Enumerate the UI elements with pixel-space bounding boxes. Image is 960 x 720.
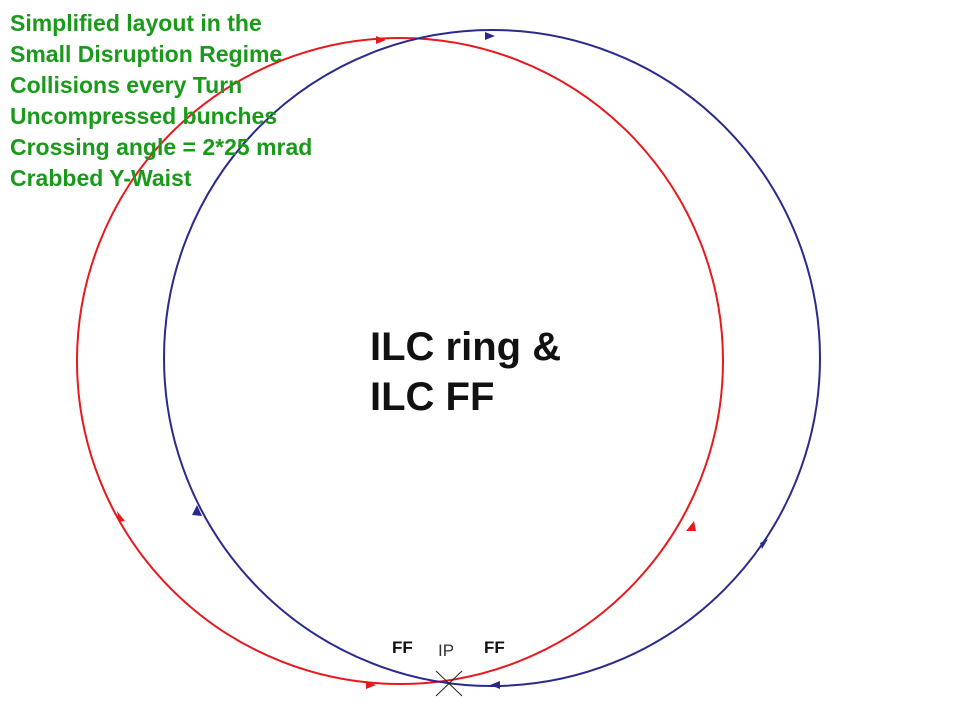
note-line: Simplified layout in the [10, 10, 262, 36]
notes-block: Simplified layout in the Small Disruptio… [10, 8, 312, 194]
ff-label-left: FF [392, 638, 413, 657]
blue-arrow-top [485, 32, 495, 40]
note-line: Uncompressed bunches [10, 103, 278, 129]
red-ring [76, 37, 724, 685]
blue-arrow-left [192, 505, 202, 516]
red-arrow-bottom [366, 681, 376, 689]
ff-label-right: FF [484, 638, 505, 657]
ip-label: IP [438, 641, 455, 660]
blue-arrow-bottom [490, 681, 500, 689]
ip-cross-line-b [435, 670, 463, 697]
note-line: Crabbed Y-Waist [10, 165, 192, 191]
center-title-line: ILC ring & [370, 325, 562, 369]
note-line: Crossing angle = 2*25 mrad [10, 134, 313, 160]
red-arrow-top [376, 36, 386, 44]
note-line: Collisions every Turn [10, 72, 243, 98]
red-arrow-left [117, 511, 125, 522]
blue-ring [163, 29, 821, 687]
note-line: Small Disruption Regime [10, 41, 283, 67]
center-title: ILC ring & ILC FF [370, 322, 561, 422]
center-title-line: ILC FF [370, 375, 495, 419]
blue-arrow-right [760, 539, 768, 549]
red-arrow-right [686, 521, 696, 531]
